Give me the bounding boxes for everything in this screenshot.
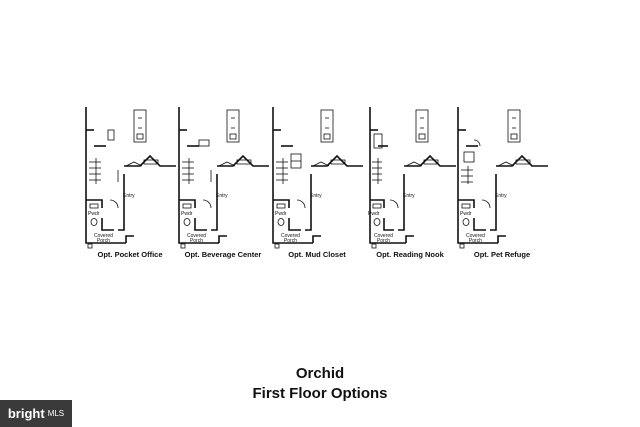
entry-label: Entry	[310, 193, 322, 199]
floor-plan-drawing	[369, 107, 456, 249]
powder-room-label: Pwdr	[460, 211, 472, 217]
floor-plan-drawing	[272, 107, 363, 249]
porch-label-line1: Covered	[187, 233, 206, 239]
page-titles: Orchid First Floor Options	[0, 364, 640, 404]
option-caption: Opt. Pocket Office	[97, 250, 163, 259]
porch-label-line1: Covered	[466, 233, 485, 239]
watermark-brand: bright	[7, 406, 45, 421]
option-caption: Opt. Mud Closet	[288, 250, 346, 259]
option-caption: Opt. Pet Refuge	[473, 250, 531, 259]
porch-label-line2: Porch	[468, 238, 482, 244]
powder-room-label: Pwdr	[368, 211, 380, 217]
powder-room-label: Pwdr	[181, 211, 193, 217]
brightmls-watermark: bright MLS	[0, 400, 72, 427]
porch-label-line1: Covered	[281, 233, 300, 239]
porch-label-line2: Porch	[376, 238, 390, 244]
page-subtitle: First Floor Options	[252, 385, 388, 402]
porch-label-line1: Covered	[374, 233, 393, 239]
floor-plan-drawing	[178, 107, 269, 249]
option-caption: Opt. Beverage Center	[184, 250, 262, 259]
page-title: Orchid	[295, 365, 345, 382]
entry-label: Entry	[123, 193, 135, 199]
option-caption: Opt. Reading Nook	[376, 250, 444, 259]
floor-plan-drawing	[85, 107, 176, 249]
entry-label: Entry	[403, 193, 415, 199]
porch-label-line2: Porch	[189, 238, 203, 244]
powder-room-label: Pwdr	[275, 211, 287, 217]
porch-label-line2: Porch	[283, 238, 297, 244]
entry-label: Entry	[495, 193, 507, 199]
entry-label: Entry	[216, 193, 228, 199]
watermark-suffix: MLS	[47, 409, 65, 418]
porch-label-line2: Porch	[96, 238, 110, 244]
porch-label-line1: Covered	[94, 233, 113, 239]
floor-plan-drawing	[457, 107, 548, 249]
powder-room-label: Pwdr	[88, 211, 100, 217]
